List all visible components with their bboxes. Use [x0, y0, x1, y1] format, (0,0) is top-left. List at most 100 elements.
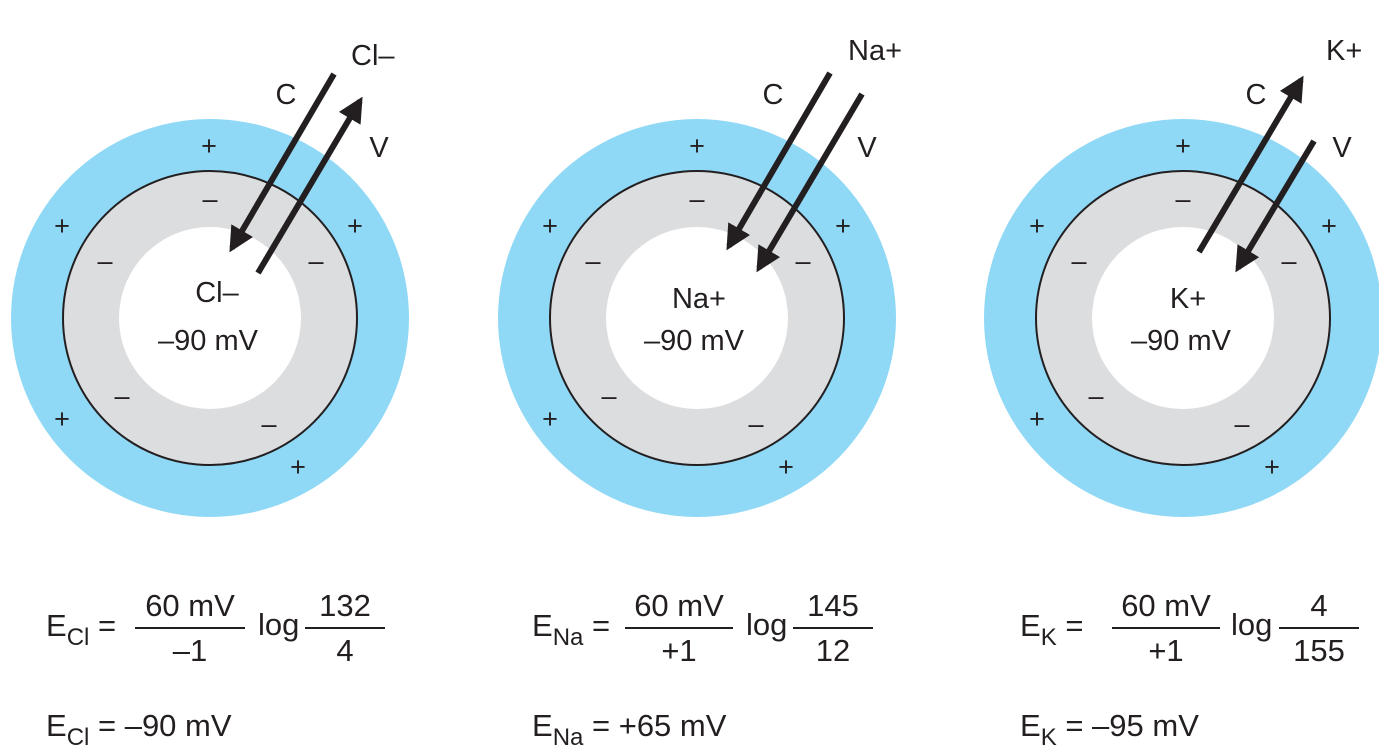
cell-interior [1092, 227, 1274, 409]
fraction-numerator: 60 mV [634, 588, 724, 623]
plus-sign: + [54, 211, 70, 241]
equation-lhs: EK = [1020, 608, 1084, 650]
concentration-arrow [229, 72, 337, 253]
plus-sign: + [54, 404, 70, 434]
fraction-denominator: +1 [661, 633, 697, 668]
minus-sign: – [795, 246, 810, 276]
result-symbol: E [532, 708, 553, 743]
log-label: log [746, 607, 788, 642]
minus-sign: – [97, 246, 112, 276]
plus-sign: + [1029, 211, 1045, 241]
plus-sign: + [1175, 131, 1191, 161]
minus-sign: – [1234, 409, 1249, 439]
plus-sign: + [835, 211, 851, 241]
voltage-label: V [369, 132, 389, 164]
fraction-denominator: +1 [1148, 633, 1184, 668]
ion-inside-label: Na+ [672, 283, 726, 315]
fraction-numerator: 60 mV [145, 588, 235, 623]
result-value: = +65 mV [592, 708, 727, 743]
ion-inside-label: Cl– [195, 277, 239, 309]
fraction-bar [625, 627, 733, 629]
concentration-label: C [1246, 79, 1267, 111]
plus-sign: + [347, 211, 363, 241]
fraction-bar [1112, 627, 1220, 629]
fraction-numerator: 60 mV [1121, 588, 1211, 623]
fraction-bar [135, 627, 245, 629]
minus-sign: – [261, 409, 276, 439]
cell-interior [119, 227, 301, 409]
voltage-label: V [1332, 132, 1352, 164]
log-numerator: 132 [319, 588, 371, 623]
log-numerator: 4 [1310, 588, 1328, 623]
minus-sign: – [1088, 381, 1103, 411]
minus-sign: – [1175, 184, 1190, 214]
equation-lhs: ECl = [46, 608, 117, 650]
minus-sign: – [202, 184, 217, 214]
ion-diagrams: + + + + + – – – – – C V Cl– Cl– –90 mV +… [11, 35, 1379, 517]
log-fraction-bar [305, 627, 385, 629]
equation-symbol: E [532, 608, 553, 643]
result-subscript: Cl [66, 724, 90, 751]
result-symbol: E [1020, 708, 1041, 743]
log-fraction-bar [1279, 627, 1359, 629]
result-value: = –90 mV [97, 708, 232, 743]
voltage-arrow [1235, 139, 1317, 273]
minus-sign: – [585, 246, 600, 276]
plus-sign: + [201, 131, 217, 161]
equilibrium-result: ECl = –90 mV [46, 708, 232, 750]
log-fraction-bar [793, 627, 873, 629]
ion-inside-label: K+ [1170, 283, 1206, 315]
minus-sign: – [689, 184, 704, 214]
membrane-potential: –90 mV [1131, 325, 1232, 357]
plus-sign: + [542, 211, 558, 241]
plus-sign: + [689, 131, 705, 161]
fraction-denominator: –1 [172, 633, 208, 668]
equation-subscript: Na [552, 624, 584, 651]
equation-symbol: E [46, 608, 67, 643]
plus-sign: + [778, 452, 794, 482]
voltage-arrow [255, 96, 363, 275]
equation-lhs: ENa = [532, 608, 611, 650]
concentration-label: C [763, 79, 784, 111]
plus-sign: + [1029, 404, 1045, 434]
log-numerator: 145 [807, 588, 859, 623]
result-subscript: K [1040, 724, 1057, 751]
minus-sign: – [308, 246, 323, 276]
voltage-label: V [857, 132, 877, 164]
equation-subscript: Cl [66, 624, 90, 651]
ion-outside-label: K+ [1326, 35, 1362, 67]
membrane-potential: –90 mV [158, 325, 259, 357]
equation-subscript: K [1040, 624, 1057, 651]
cell-sodium: + + + + + – – – – – C V Na+ Na+ –90 mV [498, 35, 902, 517]
ion-outside-label: Cl– [351, 40, 395, 72]
log-denominator: 155 [1293, 633, 1345, 668]
cell-chloride: + + + + + – – – – – C V Cl– Cl– –90 mV [11, 40, 409, 517]
log-denominator: 4 [336, 633, 354, 668]
minus-sign: – [748, 409, 763, 439]
log-denominator: 12 [815, 633, 851, 668]
cell-interior [606, 227, 788, 409]
concentration-arrow [1196, 75, 1304, 254]
minus-sign: – [114, 381, 129, 411]
ion-outside-label: Na+ [848, 35, 902, 67]
log-label: log [1231, 607, 1273, 642]
plus-sign: + [290, 452, 306, 482]
membrane-potential: –90 mV [644, 325, 745, 357]
result-subscript: Na [552, 724, 584, 751]
voltage-arrow [756, 92, 865, 273]
plus-sign: + [1321, 211, 1337, 241]
equals-sign: = [1065, 608, 1084, 643]
equals-sign: = [592, 608, 611, 643]
result-value: = –95 mV [1065, 708, 1199, 743]
concentration-arrow [726, 71, 833, 251]
result-symbol: E [46, 708, 67, 743]
minus-sign: – [1071, 246, 1086, 276]
minus-sign: – [1281, 246, 1296, 276]
equilibrium-result: ENa = +65 mV [532, 708, 727, 750]
cell-potassium: + + + + + – – – – – C V K+ K+ –90 mV [984, 35, 1379, 517]
concentration-label: C [276, 79, 297, 111]
equilibrium-result: EK = –95 mV [1020, 708, 1199, 750]
equation-symbol: E [1020, 608, 1041, 643]
minus-sign: – [601, 381, 616, 411]
equals-sign: = [97, 608, 117, 643]
